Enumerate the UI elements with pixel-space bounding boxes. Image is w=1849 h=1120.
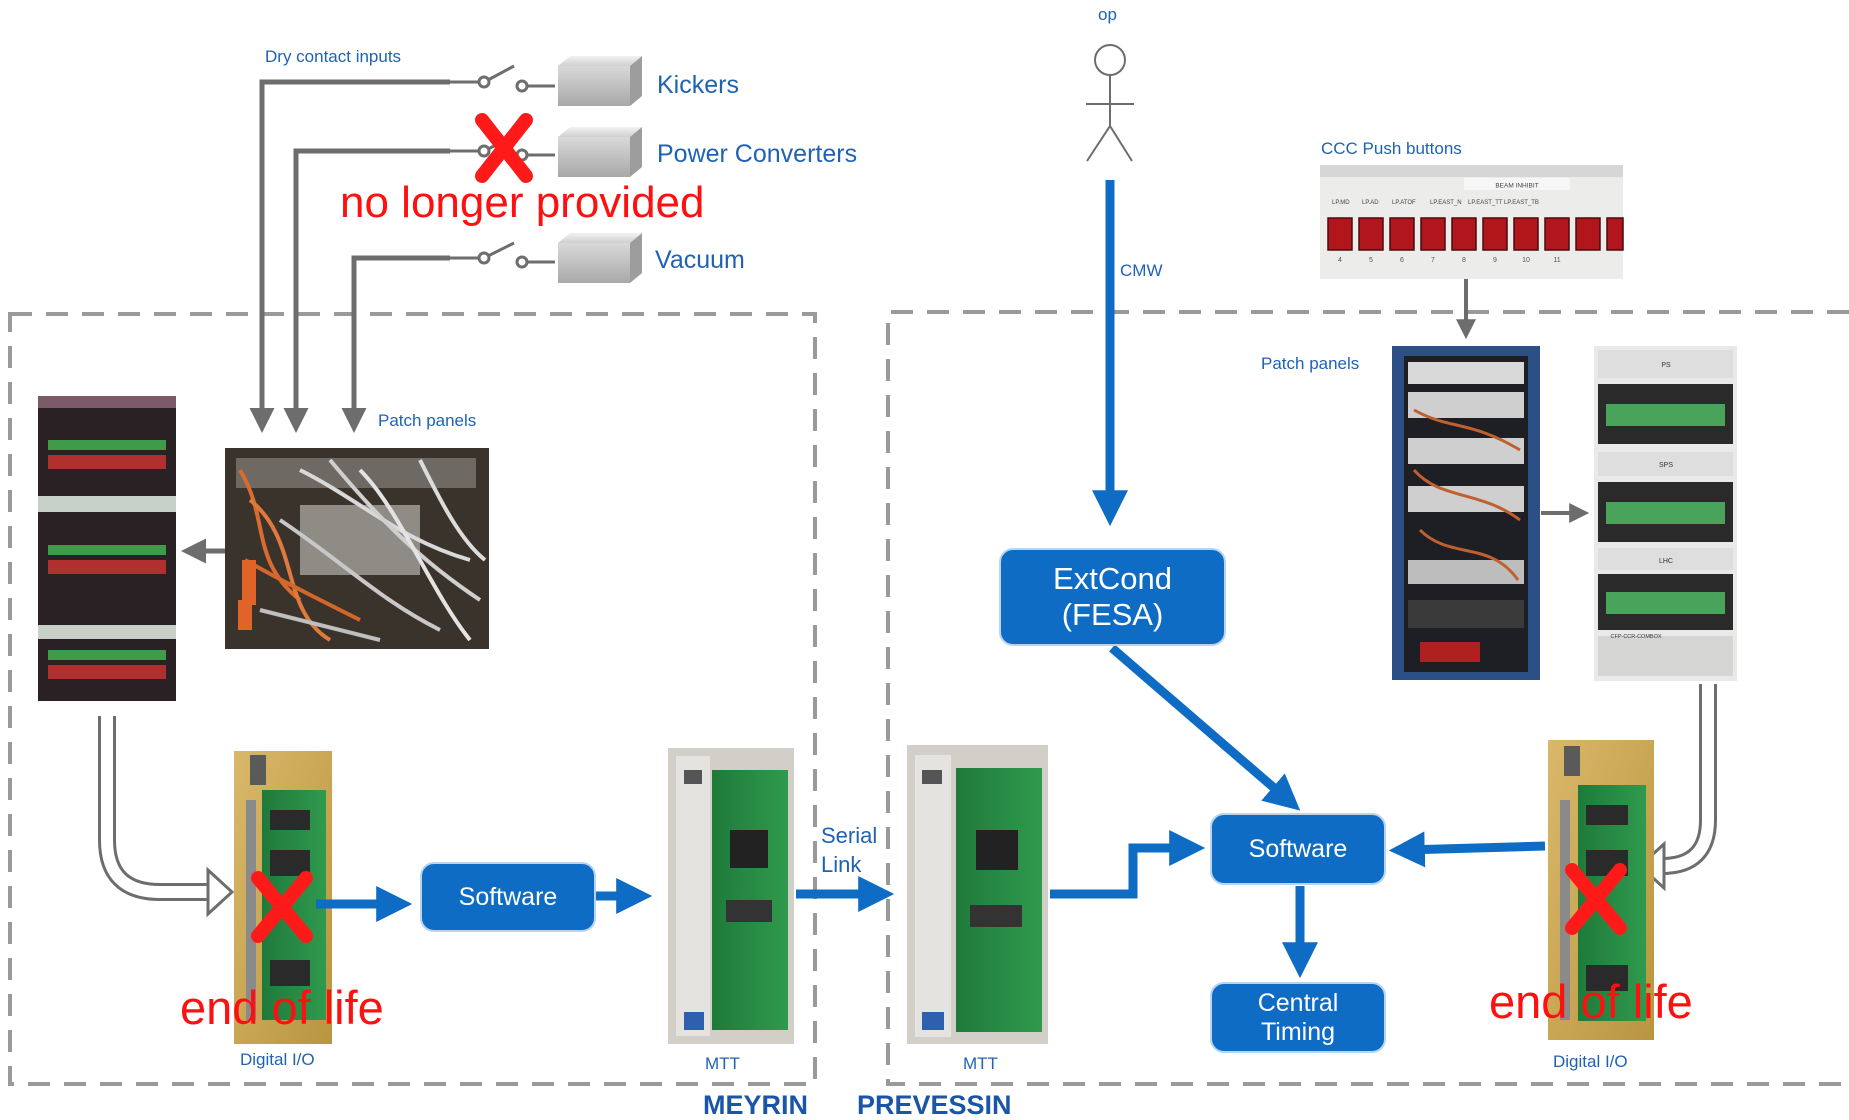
mtt-label-right: MTT xyxy=(963,1054,998,1073)
mtt-card-left xyxy=(668,748,794,1044)
digital-io-label-left: Digital I/O xyxy=(240,1050,315,1069)
patch-panels-label-right: Patch panels xyxy=(1261,354,1360,373)
equipment-box-power-converters xyxy=(558,127,642,177)
no-longer-provided-warning: no longer provided xyxy=(340,178,705,227)
button-numbers: 4 5 6 7 8 9 10 11 xyxy=(1338,257,1561,264)
equipment-box-kickers xyxy=(558,56,642,106)
ccc-push-buttons-photo: BEAM INHIBIT LP.MD LP.AD LP.ATOF LP.EAST… xyxy=(1320,165,1624,279)
rack-lhc-tag: LHC xyxy=(1659,558,1673,565)
signal-arrows xyxy=(316,180,1546,979)
svg-text:7: 7 xyxy=(1431,257,1435,264)
extcond-fesa-box: ExtCond (FESA) xyxy=(999,548,1226,646)
prevessin-site-label: PREVESSIN xyxy=(857,1090,1012,1120)
button-labels: LP.MD LP.AD LP.ATOF LP.EAST_N LP.EAST_TT… xyxy=(1332,200,1539,206)
beam-inhibit-label: BEAM INHIBIT xyxy=(1495,183,1538,190)
svg-text:8: 8 xyxy=(1462,257,1466,264)
switch-vacuum xyxy=(450,241,555,269)
vacuum-label: Vacuum xyxy=(655,246,745,274)
svg-text:LP.AD: LP.AD xyxy=(1362,200,1379,206)
arrow-strips-to-dio-outline xyxy=(98,716,212,901)
rack-sps-tag: SPS xyxy=(1659,462,1673,469)
cmw-label: CMW xyxy=(1120,261,1163,280)
svg-text:LP.EAST_TB: LP.EAST_TB xyxy=(1504,200,1539,206)
operator-figure xyxy=(1086,44,1134,162)
svg-text:11: 11 xyxy=(1553,257,1560,264)
dry-contact-inputs-label: Dry contact inputs xyxy=(265,47,402,66)
patch-panels-label-left: Patch panels xyxy=(378,411,477,430)
red-cross-digital-io-left xyxy=(251,871,313,943)
digital-io-label-right: Digital I/O xyxy=(1553,1052,1628,1071)
red-cross-power-converters xyxy=(475,113,533,183)
central-timing-box: Central Timing xyxy=(1210,982,1386,1053)
ccc-push-buttons-label: CCC Push buttons xyxy=(1321,139,1462,158)
svg-text:10: 10 xyxy=(1522,257,1530,264)
patch-panel-rack-photo xyxy=(1392,346,1540,680)
end-of-life-warning-left: end of life xyxy=(180,981,384,1034)
switch-kickers xyxy=(450,64,555,93)
mtt-label-left: MTT xyxy=(705,1054,740,1073)
software-box-left: Software xyxy=(420,862,596,932)
svg-text:LP.ATOF: LP.ATOF xyxy=(1392,200,1416,206)
dry-contact-wiring xyxy=(249,79,450,433)
arrow-strips-to-dio-head xyxy=(206,866,235,918)
terminal-strips-photo-left xyxy=(38,396,176,701)
prevessin-region xyxy=(886,310,1849,1086)
mtt-card-right xyxy=(907,745,1048,1044)
power-converters-label: Power Converters xyxy=(657,140,858,168)
svg-text:LP.EAST_N: LP.EAST_N xyxy=(1430,200,1462,206)
svg-text:LP.MD: LP.MD xyxy=(1332,200,1350,206)
meyrin-region xyxy=(8,312,817,1086)
svg-text:4: 4 xyxy=(1338,257,1342,264)
svg-text:9: 9 xyxy=(1493,257,1497,264)
rack-ps-tag: PS xyxy=(1661,362,1671,369)
terminal-rack-photo: PS SPS LHC CFP-CCR-COMBOX xyxy=(1594,346,1737,681)
svg-text:5: 5 xyxy=(1369,257,1373,264)
digital-io-card-right xyxy=(1548,740,1654,1040)
red-cross-digital-io-right xyxy=(1565,863,1627,935)
serial-link-label: Serial Link xyxy=(821,823,878,877)
svg-text:LP.EAST_TT: LP.EAST_TT xyxy=(1468,200,1503,206)
equipment-box-vacuum xyxy=(558,233,642,283)
meyrin-site-label: MEYRIN xyxy=(703,1090,809,1120)
patch-panel-photo-left xyxy=(225,448,489,649)
push-buttons xyxy=(1327,217,1624,251)
svg-text:6: 6 xyxy=(1400,257,1404,264)
software-box-right: Software xyxy=(1210,813,1386,885)
kickers-label: Kickers xyxy=(657,71,739,99)
rack-cfp-tag: CFP-CCR-COMBOX xyxy=(1610,634,1661,640)
end-of-life-warning-right: end of life xyxy=(1489,975,1693,1028)
operator-label: op xyxy=(1098,5,1117,24)
